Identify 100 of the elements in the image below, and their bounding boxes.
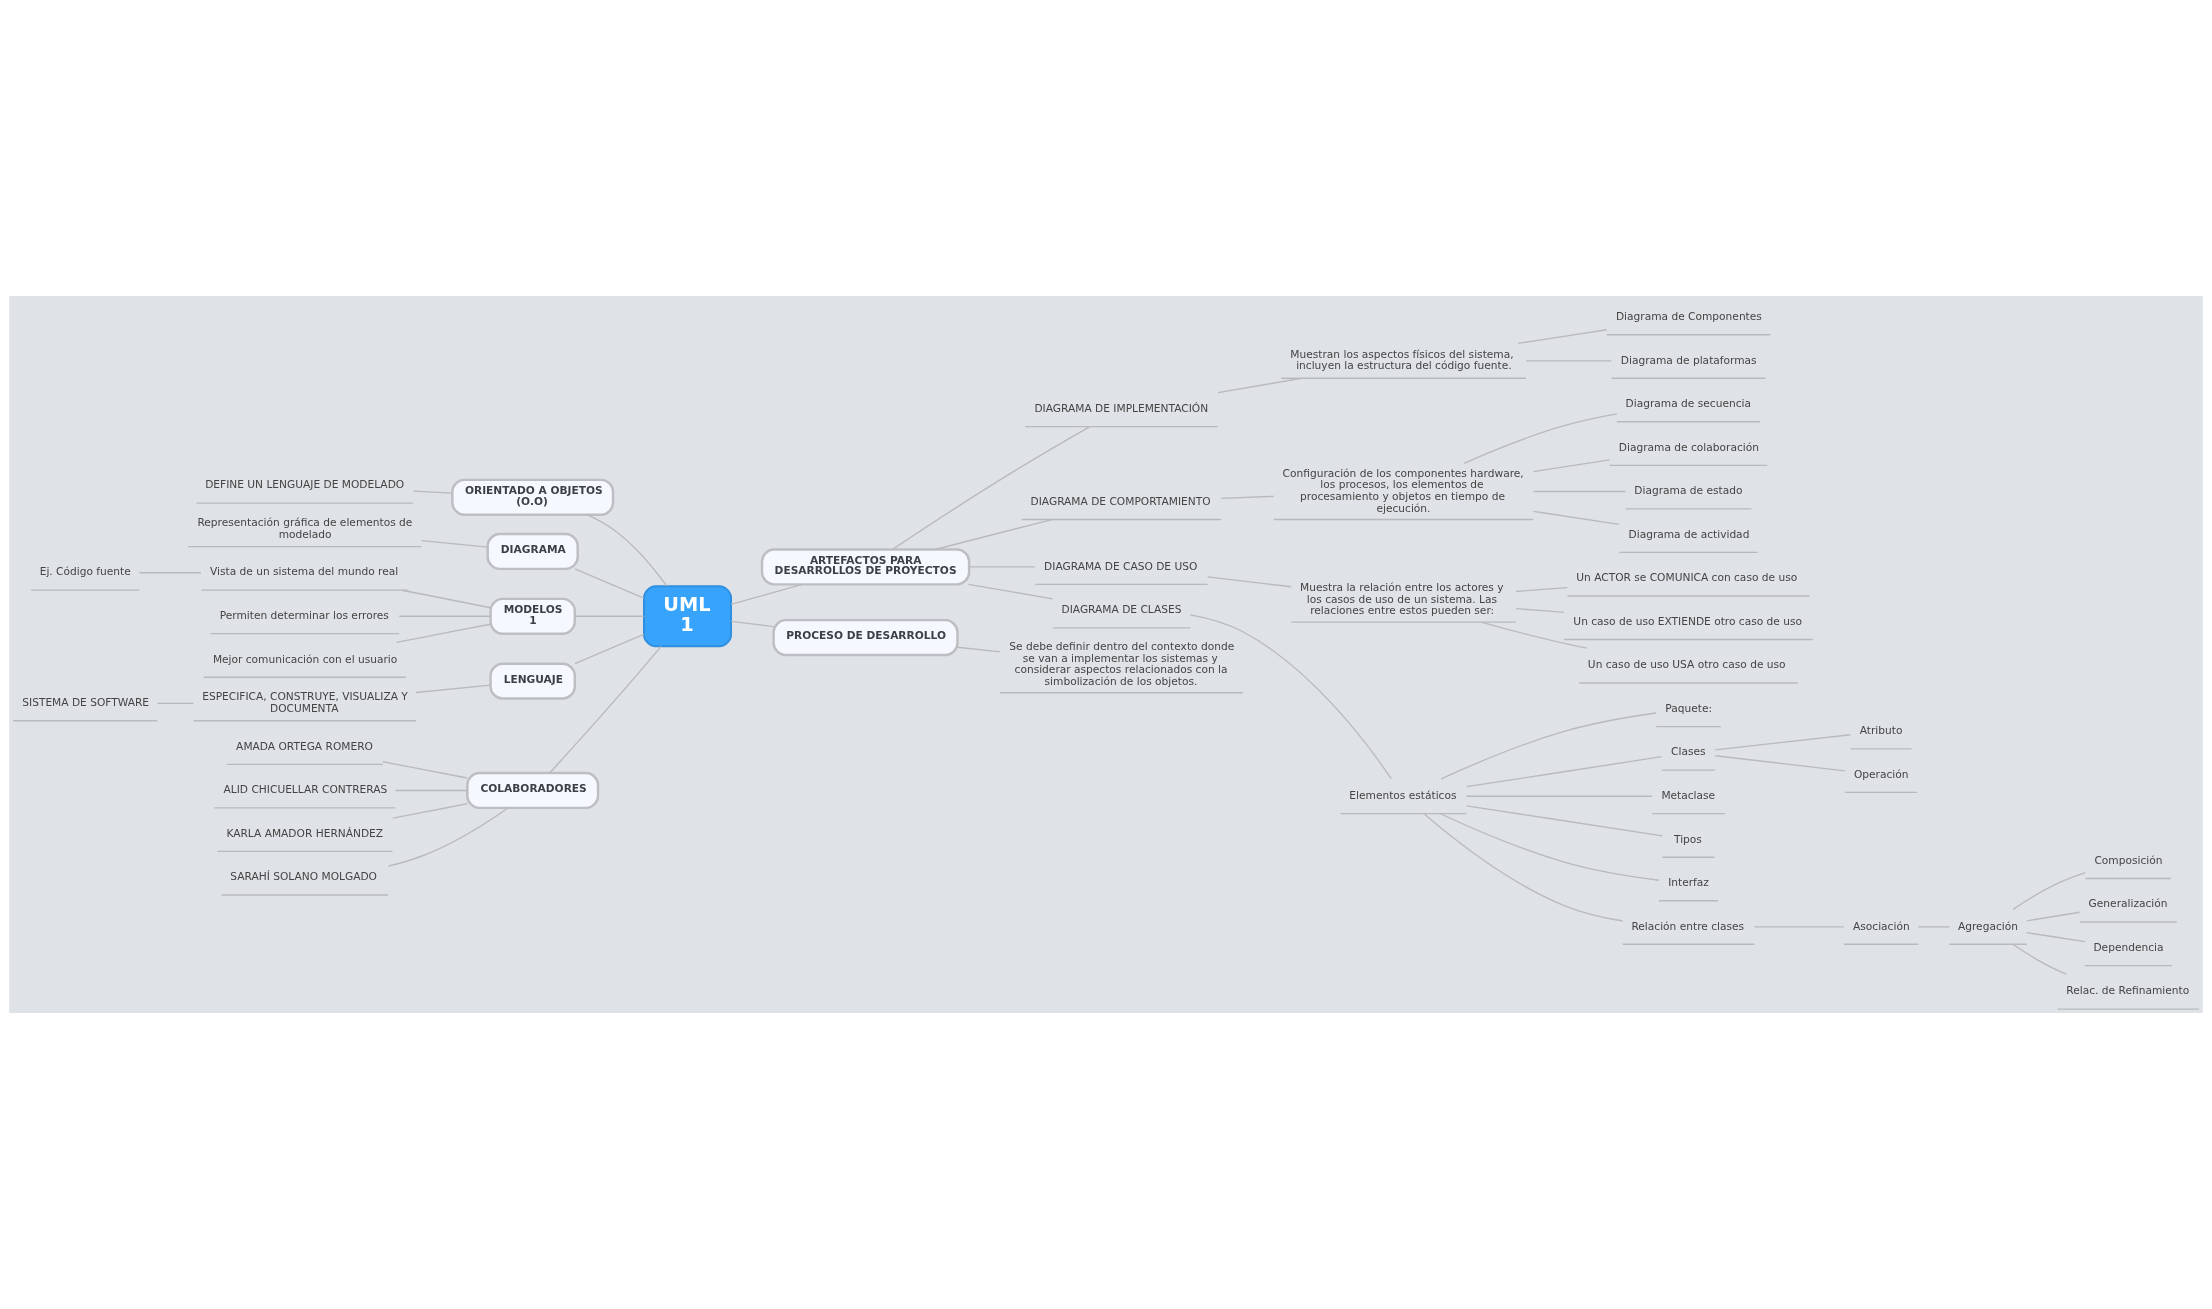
node-text: DEFINE UN LENGUAJE DE MODELADO xyxy=(205,478,405,492)
connector xyxy=(1463,413,1618,464)
connector xyxy=(1189,614,1392,780)
connector xyxy=(415,684,492,694)
connector xyxy=(395,623,491,644)
connector xyxy=(1515,586,1568,593)
connector xyxy=(1532,459,1611,473)
connector xyxy=(1714,755,1846,772)
connector xyxy=(2012,871,2087,911)
node-text: DIAGRAMA DE CASO DE USO xyxy=(1044,559,1198,573)
node-text: Diagrama de colaboración xyxy=(1618,440,1759,454)
connector xyxy=(398,615,492,617)
node-text: Metaclase xyxy=(1661,788,1716,802)
node-text: AMADA ORTEGA ROMERO xyxy=(236,739,373,753)
node-box: ORIENTADO A OBJETOS (O.O) xyxy=(451,478,615,516)
node-text: Interfaz xyxy=(1668,876,1709,890)
connector xyxy=(1465,805,1664,837)
connector xyxy=(548,645,662,774)
connector xyxy=(1439,813,1660,881)
node-text: Diagrama de Componentes xyxy=(1615,310,1762,323)
node-text: Relac. de Refinamiento xyxy=(2066,984,2190,998)
connector xyxy=(421,539,489,548)
connector xyxy=(1217,377,1303,394)
connector xyxy=(2026,932,2086,943)
node-text: Diagrama de secuencia xyxy=(1625,397,1751,411)
connector xyxy=(891,426,1091,551)
connector xyxy=(156,702,194,705)
connector xyxy=(574,568,645,599)
node-text: Mejor comunicación con el usuario xyxy=(212,652,398,666)
node-text: Atributo xyxy=(1859,724,1903,738)
connector xyxy=(730,620,775,628)
connector xyxy=(1206,576,1292,588)
node-text: KARLA AMADOR HERNÁNDEZ xyxy=(226,826,384,840)
connector xyxy=(1515,607,1565,614)
node-box: UML 1 xyxy=(643,585,732,648)
node-text: Agregación xyxy=(1957,919,2018,933)
connector xyxy=(574,633,645,665)
connector xyxy=(1465,795,1653,797)
node-text: Generalización xyxy=(2088,897,2168,911)
node-text: Muestra la relación entre los actores y los casos de uso de un sistema. Las relaciones entre estos pueden ser: xyxy=(1300,580,1504,618)
node-text: DIAGRAMA DE IMPLEMENTACIÓN xyxy=(1034,401,1209,415)
node-text: DIAGRAMA DE COMPORTAMIENTO xyxy=(1030,494,1211,508)
connector xyxy=(2026,911,2081,922)
node-text: Un caso de uso USA otro caso de uso xyxy=(1587,658,1786,672)
node-text: Clases xyxy=(1671,745,1706,759)
node-text: Se debe definir dentro del contexto donde se van a implementar los sistemas y considerar aspectos relacionados con la simbolización de los objetos. xyxy=(1009,639,1235,688)
connector xyxy=(1517,329,1608,345)
node-text: Muestran los aspectos físicos del sistema, incluyen la estructura del código fuente. xyxy=(1290,347,1514,373)
connector xyxy=(1714,734,1852,751)
node-text: Diagrama de plataformas xyxy=(1620,353,1757,367)
node-text: Operación xyxy=(1853,767,1909,781)
node-text: Representación gráfica de elementos de modelado xyxy=(197,516,413,541)
node-box: MODELOS 1 xyxy=(489,597,576,635)
node-text: Relación entre clases xyxy=(1631,919,1745,933)
connector xyxy=(574,615,645,617)
connector xyxy=(1220,495,1275,500)
node-text: ESPECIFICA, CONSTRUYE, VISUALIZA Y DOCUMENTA xyxy=(202,690,408,715)
connector xyxy=(1480,621,1588,649)
connector xyxy=(412,490,453,494)
node-box: ARTEFACTOS PARA DESARROLLOS DE PROYECTOS xyxy=(760,548,971,586)
connector xyxy=(1917,926,1950,928)
node-box: DIAGRAMA xyxy=(486,532,579,571)
connector xyxy=(956,646,1001,653)
connector xyxy=(138,572,202,574)
node-text: Un ACTOR se COMUNICA con caso de uso xyxy=(1576,571,1798,585)
connector xyxy=(586,514,668,587)
node-text: Composición xyxy=(2094,853,2163,867)
node-text: Diagrama de estado xyxy=(1634,484,1743,498)
node-text: Un caso de uso EXTIENDE otro caso de uso xyxy=(1573,614,1803,628)
node-text: Ej. Código fuente xyxy=(39,565,131,579)
connector xyxy=(934,518,1053,551)
node-text: SARAHÍ SOLANO MOLGADO xyxy=(230,870,377,884)
node-text: Elementos estáticos xyxy=(1349,788,1457,802)
node-box: COLABORADORES xyxy=(466,771,600,810)
connector xyxy=(1465,756,1663,788)
connector xyxy=(382,761,468,779)
node-text: Tipos xyxy=(1673,832,1702,846)
node-text: Permiten determinar los errores xyxy=(219,608,389,622)
node-text: Paquete: xyxy=(1665,701,1713,715)
node-text: DIAGRAMA DE CLASES xyxy=(1061,603,1182,617)
node-text: Configuración de los componentes hardware, los procesos, los elementos de procesamiento y objetos en tiempo de ejecución. xyxy=(1282,466,1524,515)
connector xyxy=(2012,943,2068,975)
connector xyxy=(394,789,468,792)
node-text: ALID CHICUELLAR CONTRERAS xyxy=(223,783,388,797)
connector xyxy=(1532,510,1620,526)
connector xyxy=(1423,813,1624,922)
node-text: Dependencia xyxy=(2093,940,2164,954)
connector xyxy=(400,589,492,609)
node-text: Diagrama de actividad xyxy=(1628,527,1750,541)
node-text: SISTEMA DE SOFTWARE xyxy=(22,696,150,710)
connector xyxy=(391,802,468,819)
connector xyxy=(1532,490,1627,493)
node-text: Vista de un sistema del mundo real xyxy=(209,565,399,579)
node-text: Asociación xyxy=(1853,919,1910,933)
node-box: LENGUAJE xyxy=(489,662,576,700)
connector xyxy=(730,583,804,605)
connector xyxy=(1440,712,1657,780)
node-box: PROCESO DE DESARROLLO xyxy=(772,618,959,657)
connector xyxy=(387,807,509,867)
connector xyxy=(967,583,1054,600)
